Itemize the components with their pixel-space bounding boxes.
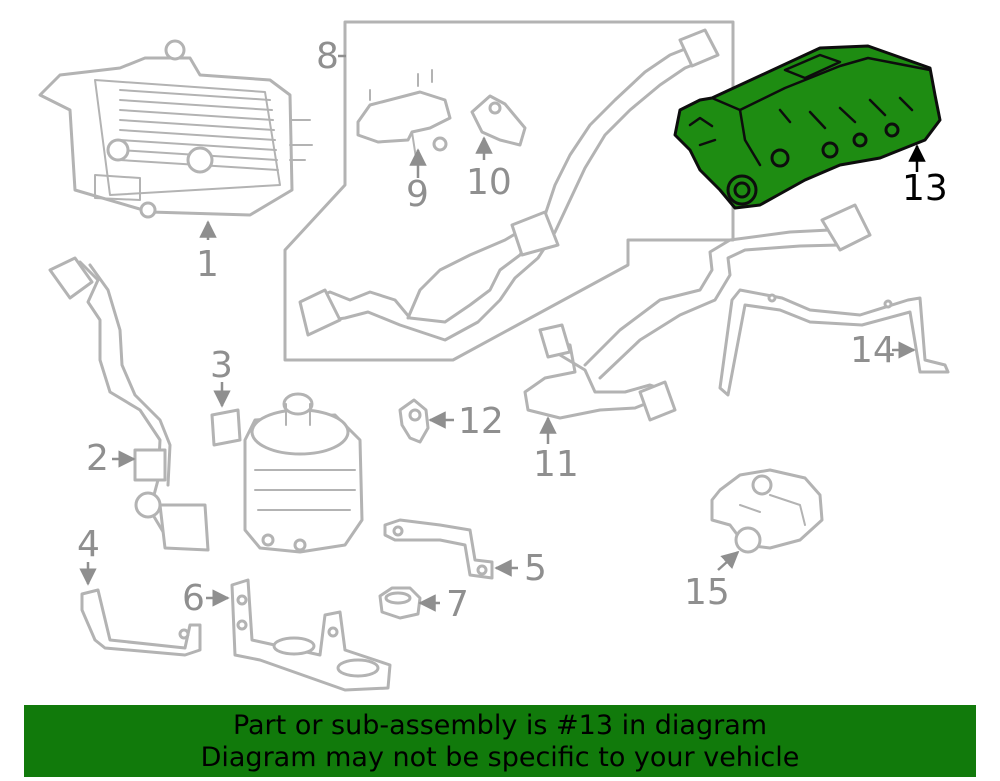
- part-3-pump[interactable]: [210, 392, 364, 554]
- callout-1: 1: [196, 244, 219, 285]
- part-14-bracket[interactable]: [718, 288, 950, 397]
- callout-11: 11: [533, 444, 579, 485]
- callout-4: 4: [77, 524, 100, 565]
- callout-9: 9: [406, 174, 429, 215]
- callout-14: 14: [850, 330, 896, 371]
- callout-5: 5: [524, 548, 547, 589]
- part-1-cooler[interactable]: [38, 39, 313, 219]
- callout-13: 13: [902, 168, 948, 209]
- callout-8: 8: [316, 36, 339, 77]
- callout-12: 12: [458, 401, 504, 442]
- callout-10: 10: [466, 162, 512, 203]
- part-10-clip[interactable]: [470, 94, 527, 147]
- callout-2: 2: [86, 438, 109, 479]
- part-15-valve[interactable]: [710, 468, 824, 554]
- callout-3: 3: [210, 345, 233, 386]
- part-8-hose: [298, 28, 720, 342]
- part-4-strap[interactable]: [80, 588, 202, 657]
- parts-diagram: 1 2 3 4 5: [38, 20, 950, 692]
- part-9-bracket[interactable]: [356, 69, 452, 159]
- part-11-hose[interactable]: [523, 203, 872, 422]
- info-banner: Part or sub-assembly is #13 in diagram D…: [24, 705, 976, 777]
- part-12-sensor[interactable]: [398, 398, 430, 444]
- callout-7: 7: [446, 584, 469, 625]
- banner-line-1: Part or sub-assembly is #13 in diagram: [232, 710, 768, 741]
- part-5-bracket[interactable]: [383, 518, 494, 580]
- part-7-grommet[interactable]: [378, 586, 422, 620]
- banner-line-2: Diagram may not be specific to your vehi…: [200, 742, 800, 773]
- callout-15: 15: [684, 572, 730, 613]
- part-13-module[interactable]: [673, 44, 942, 210]
- part-2-hose[interactable]: [48, 256, 210, 552]
- callout-6: 6: [182, 578, 205, 619]
- part-6-mount[interactable]: [230, 578, 392, 692]
